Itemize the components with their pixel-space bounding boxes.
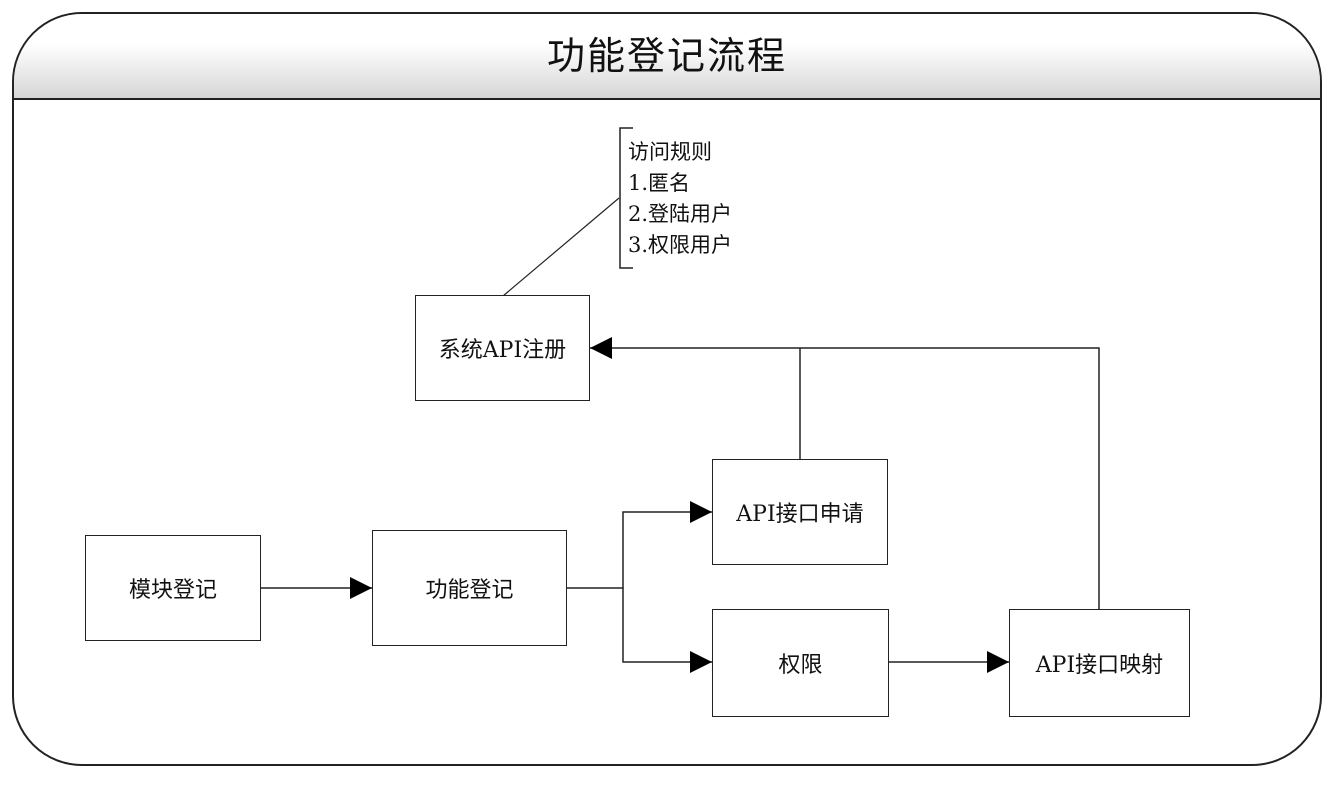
note-heading: 访问规则 [628,140,712,164]
node-api-apply: API接口申请 [712,459,888,565]
access-rules-note: 访问规则 1.匿名 2.登陆用户 3.权限用户 [628,137,732,261]
note-item: 1.匿名 [628,171,691,195]
note-item: 2.登陆用户 [628,202,733,226]
node-function-label: 功能登记 [425,578,514,603]
title-bar: 功能登记流程 [14,14,1320,100]
arrow-api-map-to-system-api [590,337,1100,609]
node-function-registration: 功能登记 [372,530,567,646]
node-api-apply-label: API接口申请 [736,502,864,527]
note-connector [502,197,620,297]
note-item: 3.权限用户 [628,233,733,257]
node-api-mapping-label: API接口映射 [1035,653,1164,678]
node-permission-label: 权限 [778,653,823,678]
arrow-function-to-api-apply [566,501,712,589]
diagram-title: 功能登记流程 [546,34,787,78]
node-module-registration: 模块登记 [85,535,261,641]
node-system-api-registration: 系统API注册 [415,295,590,401]
note-bracket [619,127,633,269]
node-module-label: 模块登记 [128,578,217,603]
arrow-function-to-permission [622,588,712,673]
node-system-api-label: 系统API注册 [438,338,567,363]
node-api-mapping: API接口映射 [1009,609,1190,717]
node-permission: 权限 [712,609,889,717]
